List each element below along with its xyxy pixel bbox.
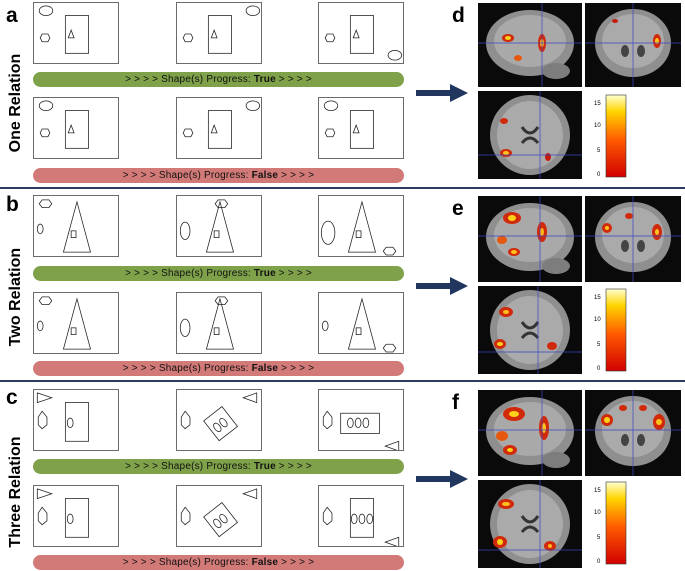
bar-text-value: False xyxy=(251,557,279,568)
colorbar-tick: 15 xyxy=(594,488,601,494)
progress-bar-true-b: > > > > Shape(s) Progress: True > > > > xyxy=(33,266,404,281)
colorbar-tick: 0 xyxy=(597,366,601,372)
arrow-right-icon xyxy=(416,470,468,488)
stimulus-frame-c-false-1 xyxy=(33,485,119,547)
stimulus-frame-a-false-2 xyxy=(176,97,262,159)
colorbar-f: 15 10 5 0 xyxy=(592,480,634,566)
panel-letter-e: e xyxy=(452,197,464,220)
bar-text-suffix: > > > > xyxy=(278,557,315,568)
panel-letter-a: a xyxy=(6,4,18,27)
bar-text-suffix: > > > > xyxy=(278,363,315,374)
colorbar-tick: 15 xyxy=(594,295,601,301)
brain-sagittal-e xyxy=(478,196,582,282)
colorbar-tick: 5 xyxy=(597,535,601,541)
brain-coronal-d xyxy=(585,3,681,87)
stimulus-frame-a-true-1 xyxy=(33,2,119,64)
bar-text-prefix: > > > > Shape(s) Progress: xyxy=(125,461,254,472)
colorbar-tick: 0 xyxy=(597,559,601,565)
colorbar-tick: 10 xyxy=(594,317,601,323)
bar-text-prefix: > > > > Shape(s) Progress: xyxy=(122,557,252,568)
stimulus-frame-c-true-3 xyxy=(318,389,404,451)
stimulus-frame-c-false-2 xyxy=(176,485,262,547)
colorbar-d: 15 10 5 0 xyxy=(592,93,634,179)
row-label-two-relation: Two Relation xyxy=(7,247,24,347)
section-separator xyxy=(0,380,685,382)
brain-axial-f xyxy=(478,480,582,568)
stimulus-frame-b-true-3 xyxy=(318,195,404,257)
bar-text-value: False xyxy=(251,170,279,181)
stimulus-frame-a-true-3 xyxy=(318,2,404,64)
brain-sagittal-f xyxy=(478,390,582,476)
brain-axial-e xyxy=(478,286,582,374)
colorbar-e: 15 10 5 0 xyxy=(592,287,634,373)
progress-bar-true-a: > > > > Shape(s) Progress: True > > > > xyxy=(33,72,404,87)
progress-bar-false-a: > > > > Shape(s) Progress: False > > > > xyxy=(33,168,404,183)
bar-text-value: True xyxy=(253,74,276,85)
stimulus-frame-a-false-1 xyxy=(33,97,119,159)
bar-text-prefix: > > > > Shape(s) Progress: xyxy=(125,268,254,279)
stimulus-frame-b-true-1 xyxy=(33,195,119,257)
colorbar-tick: 15 xyxy=(594,101,601,107)
panel-letter-f: f xyxy=(452,391,459,414)
progress-bar-false-c: > > > > Shape(s) Progress: False > > > > xyxy=(33,555,404,570)
bar-text-suffix: > > > > xyxy=(275,461,312,472)
bar-text-prefix: > > > > Shape(s) Progress: xyxy=(122,170,252,181)
stimulus-frame-a-false-3 xyxy=(318,97,404,159)
progress-bar-true-c: > > > > Shape(s) Progress: True > > > > xyxy=(33,459,404,474)
panel-letter-c: c xyxy=(6,386,18,409)
brain-coronal-e xyxy=(585,196,681,282)
colorbar-tick: 10 xyxy=(594,123,601,129)
colorbar-tick: 0 xyxy=(597,172,601,178)
bar-text-prefix: > > > > Shape(s) Progress: xyxy=(122,363,252,374)
colorbar-tick: 5 xyxy=(597,148,601,154)
bar-text-suffix: > > > > xyxy=(278,170,315,181)
bar-text-suffix: > > > > xyxy=(275,74,312,85)
brain-axial-d xyxy=(478,91,582,179)
colorbar-tick: 5 xyxy=(597,342,601,348)
colorbar-tick: 10 xyxy=(594,510,601,516)
brain-sagittal-d xyxy=(478,3,582,87)
stimulus-frame-c-true-1 xyxy=(33,389,119,451)
arrow-right-icon xyxy=(416,84,468,102)
bar-text-value: False xyxy=(251,363,279,374)
stimulus-frame-a-true-2 xyxy=(176,2,262,64)
brain-coronal-f xyxy=(585,390,681,476)
row-label-one-relation: One Relation xyxy=(7,53,24,153)
panel-letter-b: b xyxy=(6,193,19,216)
bar-text-suffix: > > > > xyxy=(275,268,312,279)
arrow-right-icon xyxy=(416,277,468,295)
stimulus-frame-b-true-2 xyxy=(176,195,262,257)
progress-bar-false-b: > > > > Shape(s) Progress: False > > > > xyxy=(33,361,404,376)
row-label-three-relation: Three Relation xyxy=(7,436,24,548)
stimulus-frame-c-true-2 xyxy=(176,389,262,451)
bar-text-value: True xyxy=(253,268,276,279)
bar-text-prefix: > > > > Shape(s) Progress: xyxy=(125,74,254,85)
stimulus-frame-b-false-1 xyxy=(33,292,119,354)
bar-text-value: True xyxy=(253,461,276,472)
section-separator xyxy=(0,187,685,189)
panel-letter-d: d xyxy=(452,4,465,27)
stimulus-frame-b-false-2 xyxy=(176,292,262,354)
stimulus-frame-c-false-3 xyxy=(318,485,404,547)
stimulus-frame-b-false-3 xyxy=(318,292,404,354)
